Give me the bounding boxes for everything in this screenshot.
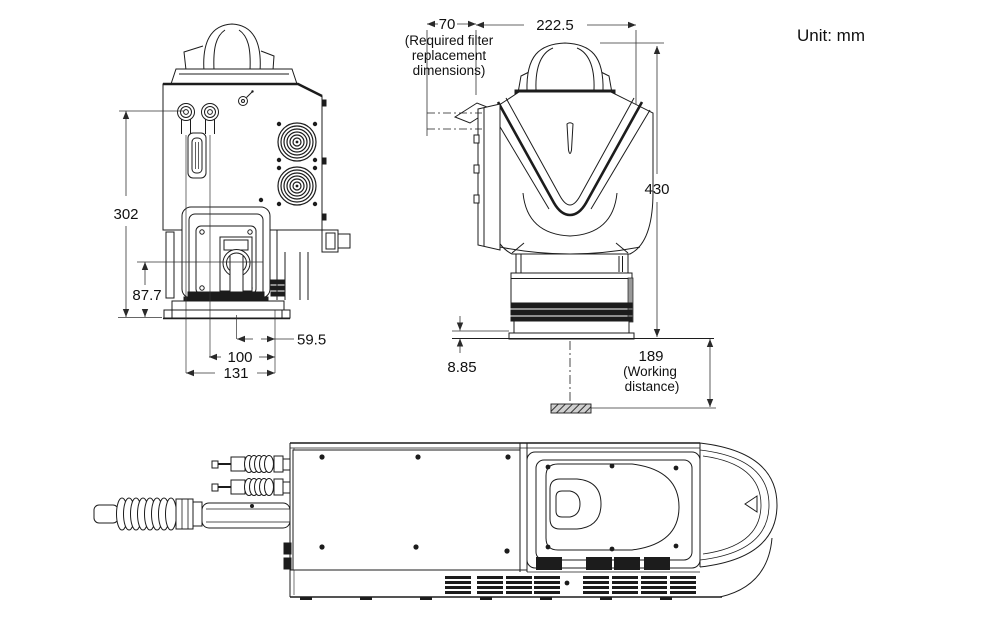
dim-cable-offset: 59.5 (297, 332, 326, 349)
rear-connectors (177, 103, 219, 134)
fiber-cable (93, 497, 291, 531)
signal-cable-bottom (211, 478, 291, 496)
marking-window (526, 451, 701, 569)
dim-working-distance: 189 (638, 348, 663, 365)
filter-panel (453, 102, 501, 251)
side-view-drawing (93, 442, 778, 600)
filter-note-line1: (Required filter (405, 33, 494, 48)
lens-barrel (508, 253, 635, 340)
front-view-drawing (427, 42, 714, 414)
fan-grille-top (276, 121, 318, 163)
dim-base-clearance: 8.85 (447, 359, 476, 376)
dim-front-height: 430 (644, 181, 669, 198)
rear-view-dimensions: 302 87.7 59.5 100 131 (113, 110, 326, 382)
front-body (486, 91, 654, 255)
rear-side-block (270, 229, 351, 300)
working-distance-note-line1: (Working (623, 364, 677, 379)
rear-bracket (165, 206, 271, 314)
dim-bracket-height: 87.7 (132, 287, 161, 304)
signal-cable-top (211, 455, 291, 473)
unit-label: Unit: mm (797, 26, 865, 45)
rear-dome (170, 23, 298, 85)
nose-cover (699, 442, 778, 598)
side-chassis (283, 442, 722, 598)
front-view-dimensions: 70 (Required filter replacement dimensio… (405, 16, 716, 409)
vent-slots (300, 557, 696, 600)
filter-removal-lines (427, 112, 482, 130)
dim-mount-width: 100 (227, 349, 252, 366)
filter-note-line2: replacement (412, 48, 487, 63)
rear-base (163, 300, 291, 320)
working-distance-note-line2: distance) (625, 379, 680, 394)
working-distance-target (452, 338, 714, 414)
rear-view-drawing (162, 23, 351, 320)
ground-screw-icon (238, 90, 254, 106)
fan-grille-bottom (276, 165, 318, 207)
filter-note-line3: dimensions) (413, 63, 486, 78)
dsub-connector (187, 132, 207, 179)
dim-base-width: 131 (223, 365, 248, 382)
dim-head-width: 222.5 (536, 17, 574, 34)
front-dome (514, 42, 616, 96)
dim-filter-width: 70 (439, 16, 456, 33)
dim-total-height: 302 (113, 206, 138, 223)
